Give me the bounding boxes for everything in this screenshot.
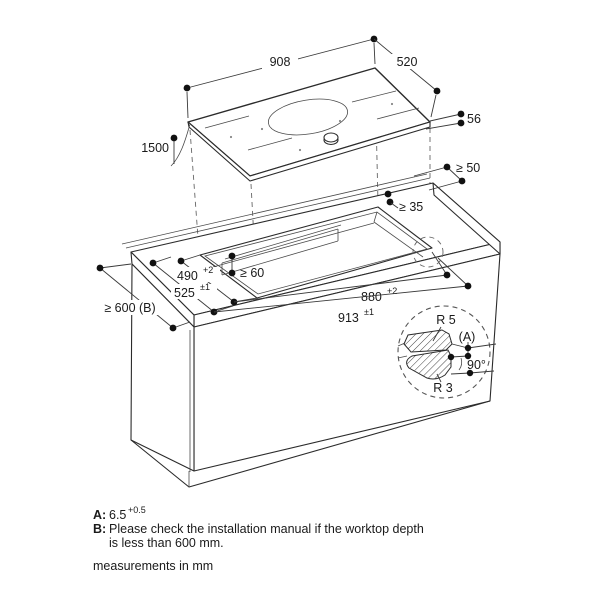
dim-label-cutout-width-tol: +2 [387,286,397,296]
dim-label-worktop-depth: ≥ 600 (B) [104,301,155,315]
induction-zone-oval [268,98,348,136]
note-b-key: B: [93,522,106,536]
dim-35: ≥ 35 [384,190,423,214]
dim-908: 908 [183,35,378,119]
detail-worktop-section [406,349,452,380]
detail-source-circle [412,236,444,268]
dim-label-front-to-cutout-tol: ±1 [200,282,210,292]
dim-label-cutout-depth-tol: +2 [203,265,213,275]
mains-cable [170,123,191,167]
worktop [121,173,501,328]
dim-label-clearance-back: ≥ 50 [456,161,480,175]
detail-label-angle: 90° [467,358,486,372]
zone-markings [204,90,420,152]
dim-60: ≥ 60 [228,252,264,280]
dim-label-front-to-cutout: 525 [174,286,195,300]
dim-913: 913 ±1 [213,257,472,325]
dim-880: 880 +2 [233,251,451,304]
dim-600: ≥ 600 (B) [96,263,191,332]
note-b-line1: Please check the installation manual if … [109,522,424,536]
worktop-cutout [199,206,433,299]
note-a-value: 6.5 [109,508,126,522]
cooktop [170,67,431,182]
dim-50: ≥ 50 [413,161,480,191]
note-b-line2: is less than 600 mm. [109,536,224,550]
dim-label-cutout-width: 880 [361,290,382,304]
detail-label-ref-a: (A) [459,330,476,344]
dim-1500: 1500 [141,134,178,164]
footer-note: measurements in mm [93,559,213,573]
dim-label-cable: 1500 [141,141,169,155]
detail-cooktop-edge [403,329,453,353]
support-rail [221,224,342,276]
detail-label-radius-top: R 5 [436,313,456,327]
dim-56: 56 [425,110,481,130]
dim-label-clearance-cutout-back: ≥ 35 [399,200,423,214]
dim-490: 490 +2 [174,254,258,306]
dim-label-height: 56 [467,112,481,126]
note-a-key: A: [93,508,106,522]
wall-line-outer [121,173,428,245]
note-a-sup: +0.5 [128,505,146,515]
detail-circle: R 5 (A) 90° R 3 [397,305,497,399]
dim-525: 525 ±1 [149,256,234,316]
control-knob [323,132,339,146]
dim-label-niche-width-tol: ±1 [364,307,374,317]
wall-line-inner [125,177,431,249]
dim-label-niche-width: 913 [338,311,359,325]
dim-label-rail-clearance: ≥ 60 [240,266,264,280]
detail-cross-section: R 5 (A) 90° R 3 [397,313,497,395]
notes: A: 6.5 +0.5 B: Please check the installa… [93,505,424,573]
dim-520: 520 [373,38,441,118]
detail-label-radius-bottom: R 3 [433,381,453,395]
dim-label-top-width: 908 [270,55,291,69]
cabinet [130,253,501,488]
dim-label-top-depth: 520 [397,55,418,69]
dim-label-cutout-depth: 490 [177,269,198,283]
cabinet-left-face [130,263,195,472]
